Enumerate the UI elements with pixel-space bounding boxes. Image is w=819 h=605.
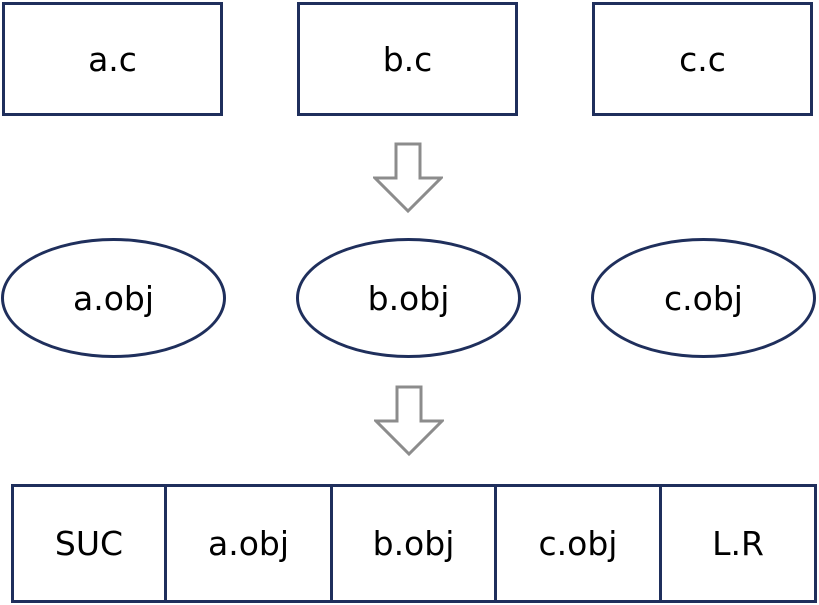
linked-segment: c.obj	[497, 487, 662, 600]
linked-segment-label: a.obj	[207, 524, 290, 563]
object-file-c: c.obj	[591, 238, 816, 358]
source-file-a: a.c	[2, 2, 223, 116]
object-file-label: c.obj	[664, 278, 743, 318]
linked-segment-label: c.obj	[538, 524, 618, 563]
down-arrow-outline-icon	[374, 385, 444, 457]
linked-segment-label: b.obj	[372, 524, 455, 563]
object-file-b: b.obj	[296, 238, 521, 358]
source-file-label: a.c	[88, 39, 137, 79]
down-arrow-outline-icon	[373, 142, 443, 214]
source-file-label: b.c	[382, 39, 433, 79]
linked-segment: b.obj	[333, 487, 497, 600]
object-file-a: a.obj	[1, 238, 226, 358]
linked-segment: a.obj	[167, 487, 333, 600]
linked-segment-label: L.R	[712, 524, 764, 563]
linked-executable: SUC a.obj b.obj c.obj L.R	[11, 484, 817, 603]
linked-segment-label: SUC	[54, 524, 124, 563]
object-file-label: a.obj	[72, 278, 155, 318]
source-file-label: c.c	[679, 39, 726, 79]
linked-segment: SUC	[14, 487, 167, 600]
linked-segment: L.R	[662, 487, 814, 600]
source-file-b: b.c	[297, 2, 518, 116]
source-file-c: c.c	[592, 2, 813, 116]
object-file-label: b.obj	[367, 278, 450, 318]
